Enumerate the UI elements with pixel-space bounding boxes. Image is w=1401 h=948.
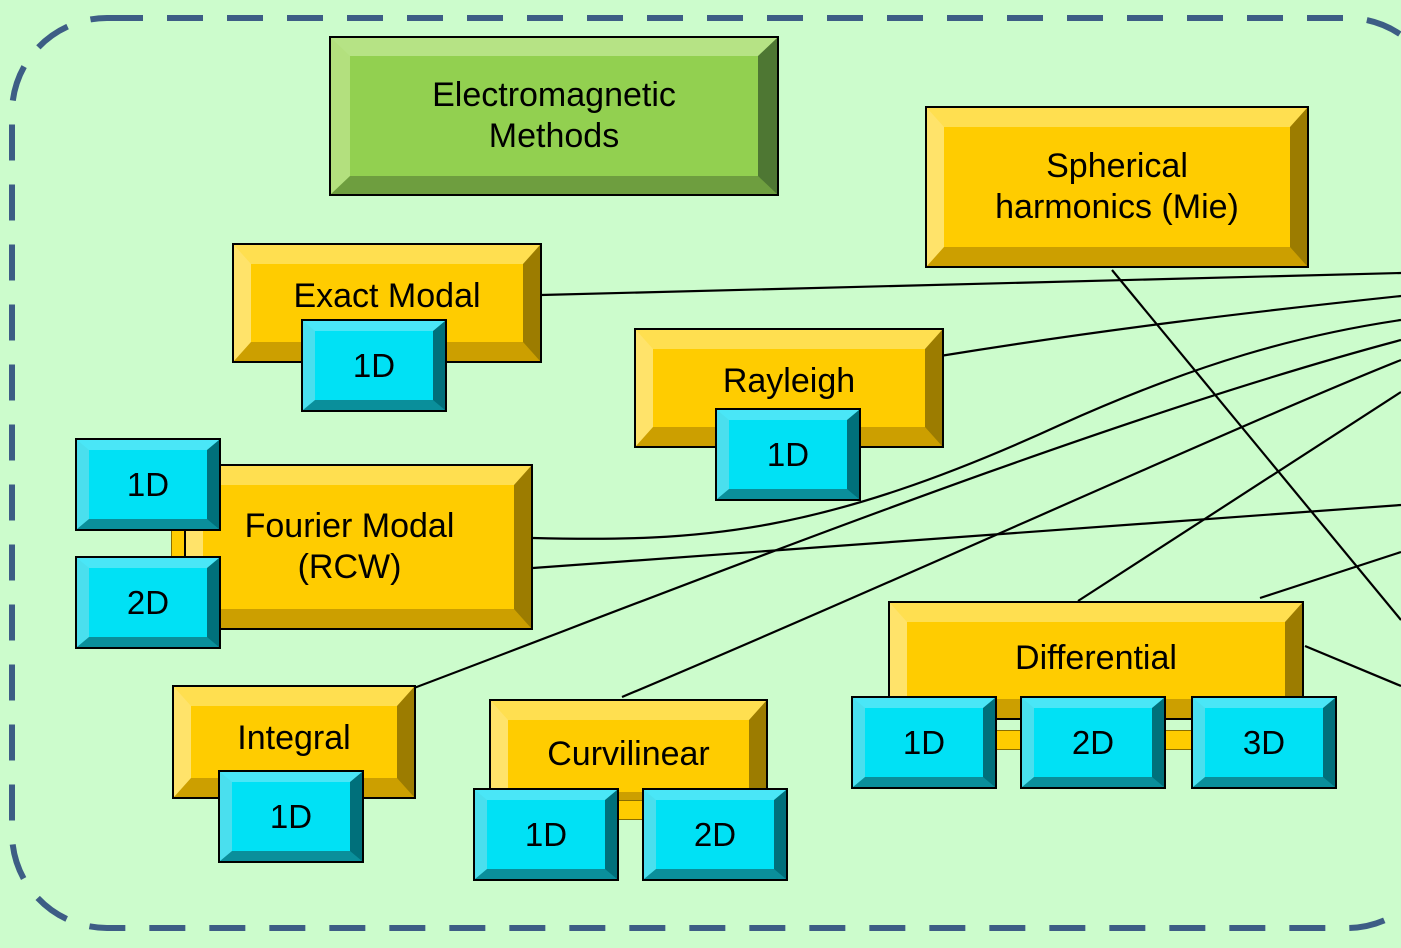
integral-1d-label: 1D <box>269 797 313 835</box>
differential-label: Differential <box>1015 639 1177 677</box>
link-integral <box>413 338 1401 690</box>
title-box: Electromagnetic Methods <box>329 36 779 196</box>
link-exact-modal <box>540 271 1401 297</box>
exact-modal-1d-label: 1D <box>352 346 396 384</box>
mie-line-1: Spherical <box>1046 147 1188 186</box>
title-line-1: Electromagnetic <box>432 76 676 115</box>
fourier-1d-box: 1D <box>75 438 221 531</box>
differential-1d-box: 1D <box>851 696 997 789</box>
link-differential-side <box>1304 644 1401 688</box>
curvilinear-connector <box>614 800 646 820</box>
integral-1d-box: 1D <box>218 770 364 863</box>
rayleigh-label: Rayleigh <box>722 362 856 400</box>
curvilinear-1d-box: 1D <box>473 788 619 881</box>
rayleigh-1d-box: 1D <box>715 408 861 501</box>
differential-2d-box: 2D <box>1020 696 1166 789</box>
integral-label: Integral <box>237 719 351 757</box>
differential-3d-label: 3D <box>1242 723 1286 761</box>
link-differential-top <box>1077 391 1401 602</box>
fourier-2d-box: 2D <box>75 556 221 649</box>
differential-connector-1 <box>992 730 1024 750</box>
dashed-frame <box>9 15 1401 931</box>
link-fourier-1 <box>532 318 1401 540</box>
rayleigh-1d-label: 1D <box>766 435 810 473</box>
title-line-2: Methods <box>488 117 620 155</box>
title-text: Electromagnetic Methods <box>432 75 676 157</box>
curvilinear-2d-box: 2D <box>642 788 788 881</box>
mie-box: Spherical harmonics (Mie) <box>925 106 1309 268</box>
differential-3d-box: 3D <box>1191 696 1337 789</box>
fourier-2d-label: 2D <box>126 583 170 621</box>
mie-label: Spherical harmonics (Mie) <box>995 146 1239 228</box>
curvilinear-1d-label: 1D <box>524 815 568 853</box>
fourier-modal-box: Fourier Modal (RCW) <box>184 464 533 630</box>
fourier-modal-line-2: (RCW) <box>297 548 402 586</box>
differential-2d-label: 2D <box>1071 723 1115 761</box>
fourier-1d-label: 1D <box>126 465 170 503</box>
link-fourier-2 <box>532 503 1401 570</box>
exact-modal-label: Exact Modal <box>293 277 481 315</box>
mie-line-2: harmonics (Mie) <box>995 188 1239 226</box>
link-mie <box>1111 269 1401 621</box>
link-differential-right <box>1259 550 1401 600</box>
differential-1d-label: 1D <box>902 723 946 761</box>
integral-box: Integral <box>172 685 416 799</box>
curvilinear-label: Curvilinear <box>547 735 710 773</box>
fourier-modal-line-1: Fourier Modal <box>244 507 455 546</box>
exact-modal-1d-box: 1D <box>301 319 447 412</box>
link-rayleigh <box>939 294 1401 358</box>
differential-connector-2 <box>1162 730 1194 750</box>
curvilinear-2d-label: 2D <box>693 815 737 853</box>
link-curvilinear <box>621 358 1401 699</box>
exact-modal-box: Exact Modal <box>232 243 542 363</box>
fourier-modal-label: Fourier Modal (RCW) <box>245 506 455 588</box>
